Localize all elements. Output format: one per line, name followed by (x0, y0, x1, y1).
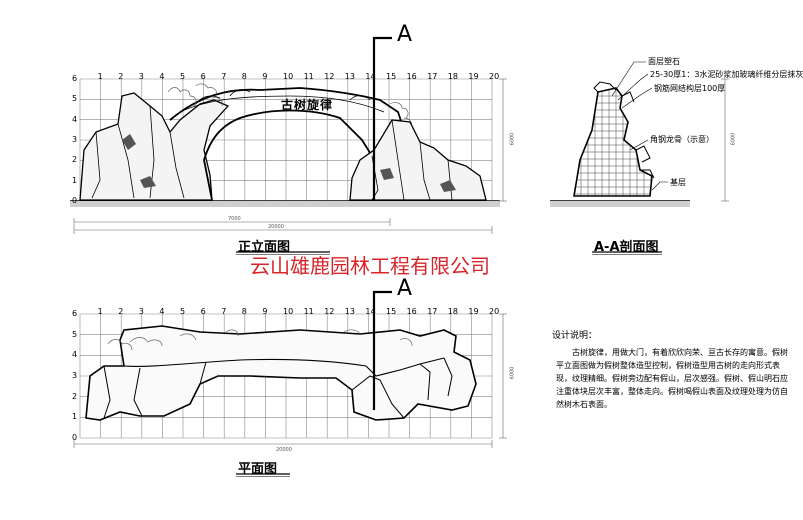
section-note-2: 25-30厚1：3水泥砂浆加玻璃纤维分层抹灰 (650, 70, 803, 79)
elevation-x-tick: 4 (159, 72, 165, 81)
section-dim-height: 6000 (730, 132, 737, 146)
elevation-x-tick: 6 (200, 72, 206, 81)
elevation-x-tick: 19 (468, 72, 479, 81)
elevation-x-tick: 16 (406, 72, 417, 81)
elevation-x-tick: 1 (97, 72, 103, 81)
plan-x-tick: 16 (406, 307, 417, 316)
elevation-dim-outer: 20000 (268, 224, 284, 230)
section-marker-elevation: A (397, 22, 413, 47)
plan-x-tick: 5 (180, 307, 186, 316)
elevation-y-tick: 3 (72, 134, 78, 144)
elevation-dim-height: 6000 (509, 132, 516, 146)
plan-x-tick: 18 (447, 307, 458, 316)
elevation-y-tick: 0 (72, 195, 78, 205)
plan-y-tick: 2 (72, 391, 78, 401)
plan-x-tick: 3 (138, 307, 144, 316)
elevation-y-tick: 2 (72, 155, 78, 165)
plan-x-tick: 14 (365, 307, 376, 316)
elevation-dim-inner: 7000 (228, 216, 241, 222)
plan-x-tick: 7 (221, 307, 227, 316)
plan-x-tick: 12 (324, 307, 335, 316)
plan-y-tick: 6 (72, 309, 78, 318)
plan-x-tick: 2 (118, 307, 124, 316)
elevation-x-tick: 17 (427, 72, 438, 81)
section-note-3: 钢筋网结构层100厚 (654, 84, 726, 93)
elevation-x-tick: 3 (138, 72, 144, 81)
elevation-x-tick: 11 (303, 72, 314, 81)
description-body: 古树旋律，用做大门，有着欣欣向荣、亘古长存的寓意。假树平立面图做为假树整体造型控… (556, 348, 788, 409)
plan-x-tick: 17 (427, 307, 438, 316)
plan-x-tick: 20 (489, 307, 500, 316)
elevation-caption: 正立面图 (238, 240, 291, 255)
company-watermark: 云山雄鹿园林工程有限公司 (250, 254, 490, 278)
plan-x-tick: 1 (97, 307, 103, 316)
elevation-x-tick: 5 (180, 72, 186, 81)
plan-y-tick: 4 (72, 350, 78, 360)
elevation-ground-hatch (70, 201, 500, 207)
section-note-1: 面层塑石 (648, 57, 680, 66)
plan-x-tick: 4 (159, 307, 165, 316)
elevation-x-tick: 10 (283, 72, 294, 81)
plan-x-tick: 11 (303, 307, 314, 316)
section-rock-mesh (573, 81, 655, 197)
plan-y-tick: 5 (72, 329, 78, 339)
plan-dim-outer: 20000 (276, 447, 292, 453)
elevation-y-tick: 5 (72, 94, 78, 104)
section-marker-plan: A (397, 276, 413, 301)
plan-x-tick: 8 (241, 307, 247, 316)
plan-x-tick: 10 (283, 307, 294, 316)
elevation-y-tick: 1 (72, 175, 78, 185)
plan-section-cut (372, 290, 392, 410)
elevation-x-tick: 13 (344, 72, 355, 81)
elevation-y-tick: 4 (72, 114, 78, 124)
section-note-4: 角钢龙骨（示意） (650, 135, 714, 144)
elevation-x-tick: 2 (118, 72, 124, 81)
plan-y-tick: 0 (72, 433, 78, 443)
elevation-y-tick: 6 (72, 74, 78, 83)
plan-rock-outline (85, 325, 477, 421)
plan-x-tick: 15 (386, 307, 397, 316)
plan-x-tick: 9 (262, 307, 268, 316)
plan-dim-height: 6000 (509, 366, 516, 380)
description-title: 设计说明： (552, 331, 598, 341)
section-caption: A-A剖面图 (594, 240, 659, 255)
elevation-section-cut (372, 36, 392, 200)
plan-x-tick: 19 (468, 307, 479, 316)
elevation-x-tick: 8 (241, 72, 247, 81)
elevation-x-tick: 18 (447, 72, 458, 81)
elevation-right-rock (349, 119, 487, 201)
plan-x-tick: 13 (344, 307, 355, 316)
plan-caption: 平面图 (238, 462, 278, 477)
plan-y-tick: 3 (72, 371, 78, 380)
plan-x-tick: 6 (200, 307, 206, 316)
elevation-x-tick: 12 (324, 72, 335, 81)
arch-title: 古树旋律 (281, 98, 334, 112)
elevation-x-tick: 9 (262, 72, 268, 81)
elevation-x-tick: 15 (386, 72, 397, 81)
elevation-x-tick: 7 (221, 72, 227, 81)
elevation-x-tick: 14 (365, 72, 376, 81)
section-note-5: 基层 (670, 178, 686, 187)
elevation-x-tick: 20 (489, 72, 500, 81)
plan-y-tick: 1 (72, 412, 78, 422)
